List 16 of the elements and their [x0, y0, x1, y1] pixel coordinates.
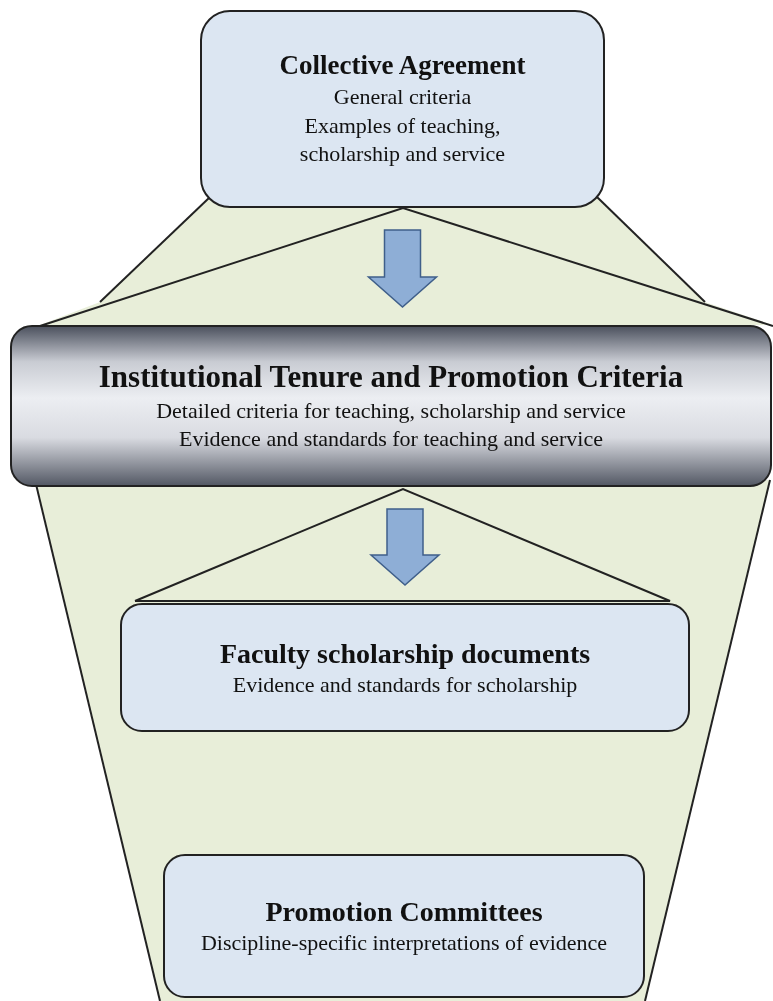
criteria-banner [10, 325, 772, 487]
process-box [200, 10, 605, 208]
box-text: Evidence and standards for scholarship [232, 670, 578, 699]
process-box [120, 603, 690, 732]
box-text: Detailed criteria for teaching, scholarship and service [156, 396, 626, 425]
box-title: Faculty scholarship documents [219, 636, 591, 671]
box-text: Evidence and standards for teaching and service [179, 425, 603, 454]
process-box [163, 854, 645, 998]
box-title: Promotion Committees [265, 895, 543, 930]
box-title: Institutional Tenure and Promotion Criteria [98, 358, 684, 397]
box-title: Collective Agreement [279, 49, 526, 83]
box-text: Discipline-specific interpretations of evidence [200, 929, 608, 958]
box-text: Examples of teaching, scholarship and service [298, 111, 507, 169]
block-arrow [369, 508, 441, 586]
block-arrow [366, 229, 439, 308]
box-text: General criteria [333, 83, 472, 111]
